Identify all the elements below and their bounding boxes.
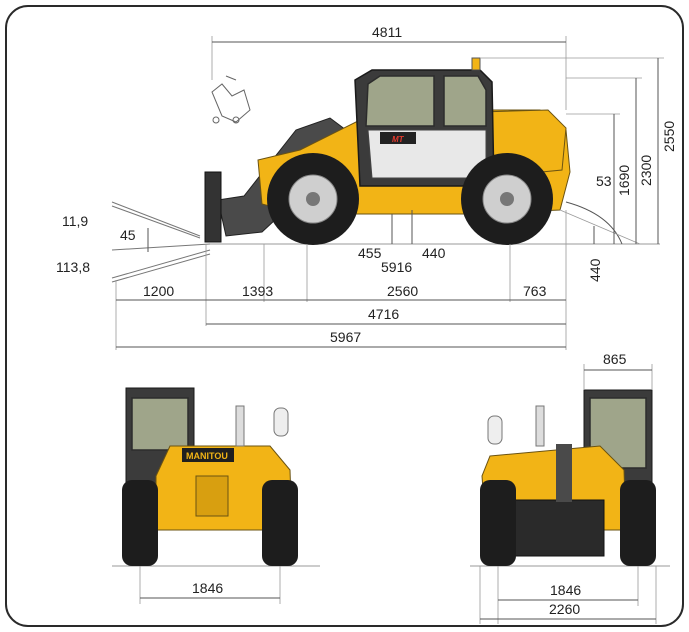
front-exhaust: [235, 405, 245, 447]
rear-left-tyre: [480, 480, 516, 566]
fork-carriage: [204, 171, 222, 243]
dim-wheelbase-2560: 2560: [387, 283, 418, 299]
raised-attachment-sketch: [211, 75, 251, 124]
rear-boom-end: [556, 444, 572, 502]
manitou-badge-plate: [182, 448, 234, 462]
dim-clearance-455: 455: [358, 245, 382, 261]
dim-length-5967: 5967: [330, 329, 361, 345]
rear-counterweight: [511, 499, 605, 557]
rear-view: 865 1846 2260: [470, 351, 670, 624]
dim-length-4716: 4716: [368, 306, 399, 322]
departure-angle-arc: [565, 201, 623, 245]
front-cab-glass: [131, 397, 189, 451]
front-right-tyre: [262, 480, 298, 566]
dim-angle-53: 53: [596, 173, 612, 189]
dim-overall-length-top: 4811: [372, 24, 402, 40]
rear-hub: [500, 192, 514, 206]
dim-fork-length-1200: 1200: [143, 283, 174, 299]
rear-right-tyre: [620, 480, 656, 566]
model-badge: MT: [392, 135, 405, 144]
beacon-light: [471, 57, 481, 71]
dim-front-overhang-1393: 1393: [242, 283, 273, 299]
dim-fork-angle-lower: 113,8: [56, 259, 90, 275]
cab-front-window: [365, 75, 435, 127]
dim-rear-width-865: 865: [603, 351, 627, 367]
cab-side-window: [443, 75, 487, 127]
model-badge-plate: [380, 132, 416, 144]
dim-front-track-1846: 1846: [192, 580, 223, 596]
dim-rear-track-1846: 1846: [550, 582, 581, 598]
side-view: MT 4811 2550 2300: [56, 24, 677, 350]
fork-angle-lines: [111, 201, 211, 283]
dim-fork-angle-upper: 11,9: [62, 213, 88, 229]
dim-height-1690: 1690: [616, 165, 632, 196]
dim-rear-height-440: 440: [587, 258, 603, 282]
dim-overall-width-2260: 2260: [549, 601, 580, 617]
front-left-tyre: [122, 480, 158, 566]
dim-5916: 5916: [381, 259, 412, 275]
dim-fork-thickness-45: 45: [120, 227, 136, 243]
rear-mirror: [487, 415, 503, 445]
brand-badge-front: MANITOU: [186, 451, 228, 461]
front-mirror: [273, 407, 289, 437]
dim-rear-overhang-763: 763: [523, 283, 547, 299]
front-grille: [195, 475, 229, 517]
rear-exhaust: [535, 405, 545, 447]
front-hub: [306, 192, 320, 206]
front-view: MANITOU 1846: [112, 387, 320, 604]
dim-height-2300: 2300: [638, 155, 654, 186]
dim-clearance-440: 440: [422, 245, 446, 261]
dim-height-2550: 2550: [661, 121, 677, 152]
